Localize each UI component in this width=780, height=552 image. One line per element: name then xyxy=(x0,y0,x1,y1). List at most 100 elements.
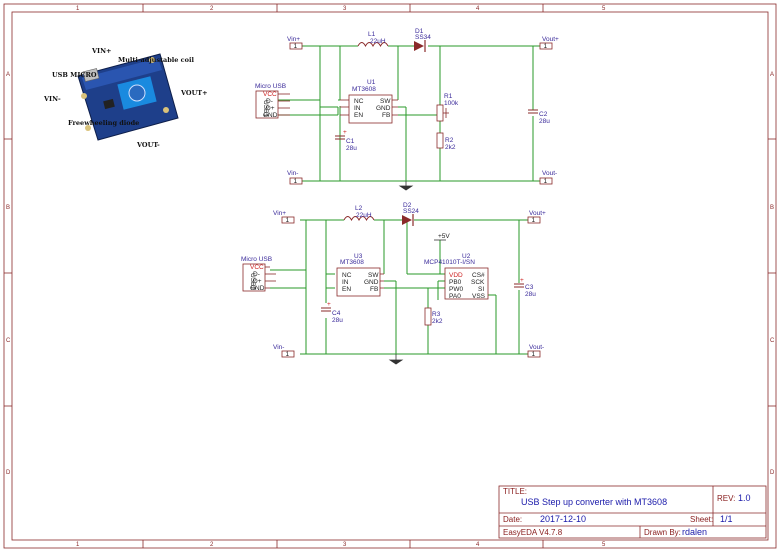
component-value: MT3608 xyxy=(352,86,376,93)
pin-number: 1 xyxy=(544,43,548,50)
ic-u1: U1 MT3608 NC IN EN SW GND FB xyxy=(340,79,398,124)
pin-name: FB xyxy=(382,112,390,119)
pin-name: IN xyxy=(342,279,349,286)
component-ref: U1 xyxy=(367,79,376,86)
inductor-l2: L2 22uH xyxy=(343,205,375,222)
pin-name: NC xyxy=(354,98,364,105)
pin-name: SI xyxy=(478,286,484,293)
row-label: B xyxy=(6,205,10,211)
pin-name: D+ xyxy=(266,105,275,112)
photo-label: VOUT- xyxy=(136,141,160,149)
pin-name: VCC xyxy=(250,264,264,271)
component-ref: R2 xyxy=(445,137,454,144)
net-label: Vin+ xyxy=(273,210,286,217)
component-value: 22uH xyxy=(370,38,386,45)
net-label: Vin+ xyxy=(287,36,300,43)
col-label: 4 xyxy=(476,6,480,12)
pin-name: D+ xyxy=(253,278,262,285)
photo-label: Freewheeling diode xyxy=(68,119,139,127)
pin-name: GND xyxy=(263,112,278,119)
pin-name: D- xyxy=(266,98,273,105)
top-port-vin-plus: 1 Vin+ xyxy=(287,36,303,50)
net-label: Vout+ xyxy=(529,210,546,217)
pin-number: 1 xyxy=(294,178,298,185)
bottom-port-vin-minus: 1 Vin- xyxy=(273,344,295,358)
net-label: Vout+ xyxy=(542,36,559,43)
pin-name: SW xyxy=(368,272,379,279)
circuit-top: 1 Vin+ 1 Vin- 1 Vout+ 1 Vout- L1 22uH xyxy=(255,28,559,191)
net-label: Vin- xyxy=(273,344,284,351)
pin-name: D- xyxy=(253,271,260,278)
component-ref: D2 xyxy=(403,202,412,209)
sheet-label: Sheet: xyxy=(690,515,713,524)
row-label: D xyxy=(6,470,11,476)
sheet-value: 1/1 xyxy=(720,514,733,524)
bottom-port-vout-minus: 1 Vout- xyxy=(527,344,544,358)
col-label: 3 xyxy=(343,542,347,548)
pin-name: FB xyxy=(370,286,378,293)
drawing-frame xyxy=(3,3,777,549)
col-label: 2 xyxy=(210,6,214,12)
col-label: 3 xyxy=(343,6,347,12)
row-label: B xyxy=(770,205,774,211)
component-value: MCP41010T-I/SN xyxy=(424,259,475,266)
top-port-vout-minus: 1 Vout- xyxy=(539,170,557,185)
capacitor-c2: C2 28u xyxy=(528,109,550,125)
net-label: +5V xyxy=(438,233,450,240)
pin-number: 1 xyxy=(286,351,290,358)
component-ref: C4 xyxy=(332,310,341,317)
photo-label: VIN+ xyxy=(91,47,111,55)
component-value: Micro USB xyxy=(241,256,272,263)
pin-name: PW0 xyxy=(449,286,463,293)
row-label: C xyxy=(770,338,775,344)
tool-version: EasyEDA V4.7.8 xyxy=(503,528,563,537)
pin-name: SCK xyxy=(471,279,485,286)
col-label: 1 xyxy=(76,542,80,548)
capacitor-c3: + C3 28u xyxy=(514,277,536,298)
photo-label: USB MICRO xyxy=(52,71,97,79)
usb-connector-2: Micro USB VCC D- D+ GND USB2 xyxy=(241,256,276,292)
pin-name: PA0 xyxy=(449,293,461,300)
component-value: MT3608 xyxy=(340,259,364,266)
title-value: USB Step up converter with MT3608 xyxy=(521,497,667,507)
component-value: 22uH xyxy=(356,212,372,219)
pin-number: 1 xyxy=(544,178,548,185)
component-value: 28u xyxy=(539,118,550,125)
pin-name: VCC xyxy=(263,91,277,98)
component-value: 28u xyxy=(346,145,357,152)
component-value: 28u xyxy=(332,317,343,324)
top-wires xyxy=(278,45,540,182)
col-label: 1 xyxy=(76,6,80,12)
bottom-port-vout-plus: 1 Vout+ xyxy=(527,210,546,224)
pin-name: IN xyxy=(354,105,361,112)
rev-label: REV: xyxy=(717,494,735,503)
component-value: 2k2 xyxy=(432,318,443,325)
resistor-r1: R1 100k xyxy=(436,93,459,122)
component-ref: C3 xyxy=(525,284,534,291)
drawn-value: rdalen xyxy=(682,527,707,537)
ground-symbol xyxy=(398,181,414,191)
capacitor-c4: + C4 28u xyxy=(321,301,343,324)
component-ref: R1 xyxy=(444,93,453,100)
pin-name: VSS xyxy=(472,293,486,300)
top-port-vout-plus: 1 Vout+ xyxy=(539,36,559,50)
row-label: C xyxy=(6,338,11,344)
photo-label: Multi-adjustable coil xyxy=(118,56,194,64)
row-label: A xyxy=(6,72,10,78)
bottom-port-vin-plus: 1 Vin+ xyxy=(273,210,295,224)
component-value: SS24 xyxy=(403,208,419,215)
module-photo: VIN+ Multi-adjustable coil USB MICRO VOU… xyxy=(43,47,208,149)
title-label: TITLE: xyxy=(503,487,527,496)
usb-connector-image xyxy=(82,68,100,82)
component-value: 28u xyxy=(525,291,536,298)
photo-label: VOUT+ xyxy=(180,89,208,97)
component-ref: C2 xyxy=(539,111,548,118)
svg-text:+: + xyxy=(327,301,331,308)
pin-number: 1 xyxy=(286,217,290,224)
frame-column-labels: 1 2 3 4 5 1 2 3 4 5 xyxy=(76,6,606,548)
ground-symbol xyxy=(388,354,404,365)
component-ref: D1 xyxy=(415,28,424,35)
pin-number: 1 xyxy=(532,351,536,358)
component-ref: C1 xyxy=(346,138,355,145)
row-label: A xyxy=(770,72,774,78)
